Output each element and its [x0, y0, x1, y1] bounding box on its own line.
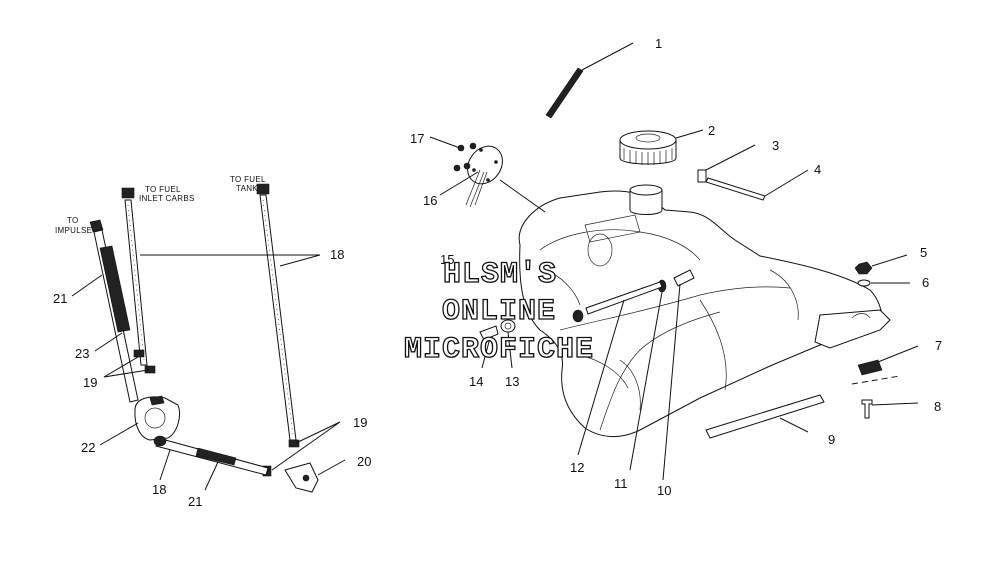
- watermark-line-2: ONLINE: [442, 295, 556, 329]
- callout-18-upper: 18: [330, 247, 344, 262]
- fuel-tank: [518, 184, 891, 437]
- screw-set: [453, 142, 477, 172]
- annotation-carbs-1: TO FUEL: [145, 185, 181, 194]
- callout-17: 17: [410, 131, 424, 146]
- fuel-line-carbs: [121, 187, 148, 366]
- fitting-part: [697, 169, 707, 183]
- callout-18-lower: 18: [152, 482, 166, 497]
- callout-15: 15: [440, 252, 454, 267]
- callout-9: 9: [828, 432, 835, 447]
- clamp-left-lower: [144, 365, 156, 374]
- callout-11: 11: [614, 476, 628, 491]
- callout-21-upper: 21: [53, 291, 67, 306]
- lower-fuel-hose: [153, 435, 269, 476]
- pad-part: [857, 359, 883, 376]
- fuel-cap: [619, 130, 677, 165]
- impulse-hose: [89, 219, 139, 403]
- callout-13: 13: [505, 374, 519, 389]
- annotation-impulse-1: TO: [67, 216, 79, 225]
- callout-5: 5: [920, 245, 927, 260]
- annotation-impulse-2: IMPULSE: [55, 226, 92, 235]
- washer-part: [857, 279, 871, 287]
- callout-4: 4: [814, 162, 821, 177]
- callout-19-right: 19: [353, 415, 367, 430]
- callout-22: 22: [81, 440, 95, 455]
- callout-21-lower: 21: [188, 494, 202, 509]
- elbow-fitting: [479, 325, 499, 341]
- callout-16: 16: [423, 193, 437, 208]
- callout-7: 7: [935, 338, 942, 353]
- callout-8: 8: [934, 399, 941, 414]
- fuel-line-tank: [256, 183, 297, 441]
- annotation-carbs-2: INLET CARBS: [139, 194, 195, 203]
- callout-14: 14: [469, 374, 483, 389]
- watermark-line-1: HLSM'S: [443, 258, 557, 292]
- clamp-left-upper: [133, 349, 145, 358]
- fuel-line-part: [585, 281, 663, 315]
- callout-1: 1: [655, 36, 662, 51]
- annotation-tank-2: TANK: [236, 184, 258, 193]
- nut-part: [854, 261, 873, 275]
- annotation-tank-1: TO FUEL: [230, 175, 266, 184]
- watermark-line-3: MICROFICHE: [404, 333, 594, 367]
- callout-19-left: 19: [83, 375, 97, 390]
- fuel-valve: [284, 462, 319, 493]
- callout-10: 10: [657, 483, 671, 498]
- callout-6: 6: [922, 275, 929, 290]
- callout-12: 12: [570, 460, 584, 475]
- callout-23: 23: [75, 346, 89, 361]
- callout-3: 3: [772, 138, 779, 153]
- bolt-part: [861, 399, 873, 419]
- fuel-pump: [134, 395, 181, 441]
- callout-20: 20: [357, 454, 371, 469]
- clamp-right-upper: [288, 439, 300, 448]
- vent-hose: [705, 177, 766, 201]
- mounting-strip: [705, 394, 825, 439]
- fuel-sender: [465, 145, 503, 208]
- strap-part: [545, 67, 584, 119]
- callout-2: 2: [708, 123, 715, 138]
- valve-part: [673, 269, 695, 287]
